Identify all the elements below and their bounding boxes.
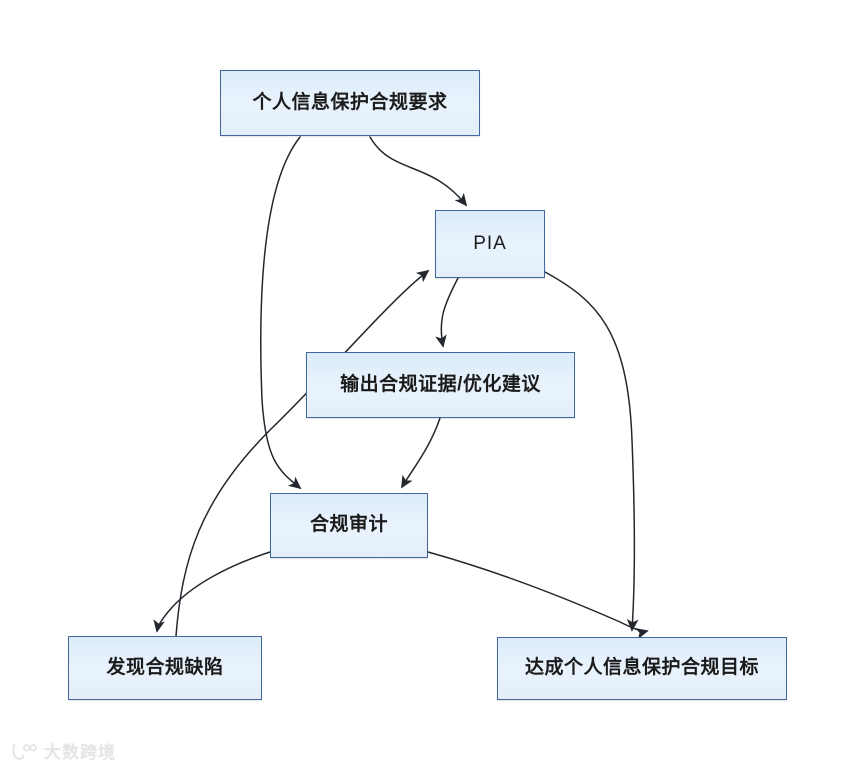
node-label: 个人信息保护合规要求 <box>252 91 448 113</box>
node-pia[interactable]: PIA <box>435 210 545 278</box>
edge-pia-to-goal <box>544 271 639 632</box>
node-label: 发现合规缺陷 <box>106 656 224 678</box>
brand-logo-icon <box>12 743 37 760</box>
edge-defect-to-pia <box>175 269 430 637</box>
edge-pia-to-output <box>435 277 459 348</box>
edge-requirement-to-pia <box>369 136 468 207</box>
watermark-text: 大数跨境 <box>44 743 116 762</box>
node-label: 输出合规证据/优化建议 <box>340 373 541 395</box>
node-goal[interactable]: 达成个人信息保护合规目标 <box>497 637 787 700</box>
watermark: 大数跨境 <box>12 738 116 763</box>
edge-audit-to-goal <box>427 551 649 640</box>
node-audit[interactable]: 合规审计 <box>270 493 428 558</box>
edge-paths <box>153 136 649 640</box>
node-label: PIA <box>473 232 507 254</box>
node-output[interactable]: 输出合规证据/优化建议 <box>306 352 575 418</box>
node-defect[interactable]: 发现合规缺陷 <box>68 636 262 700</box>
edge-requirement-to-audit <box>260 136 302 490</box>
node-requirement[interactable]: 个人信息保护合规要求 <box>220 70 480 136</box>
edge-output-to-audit <box>401 417 441 489</box>
node-label: 合规审计 <box>309 514 388 536</box>
edge-audit-to-defect <box>153 551 271 633</box>
node-label: 达成个人信息保护合规目标 <box>524 657 759 679</box>
